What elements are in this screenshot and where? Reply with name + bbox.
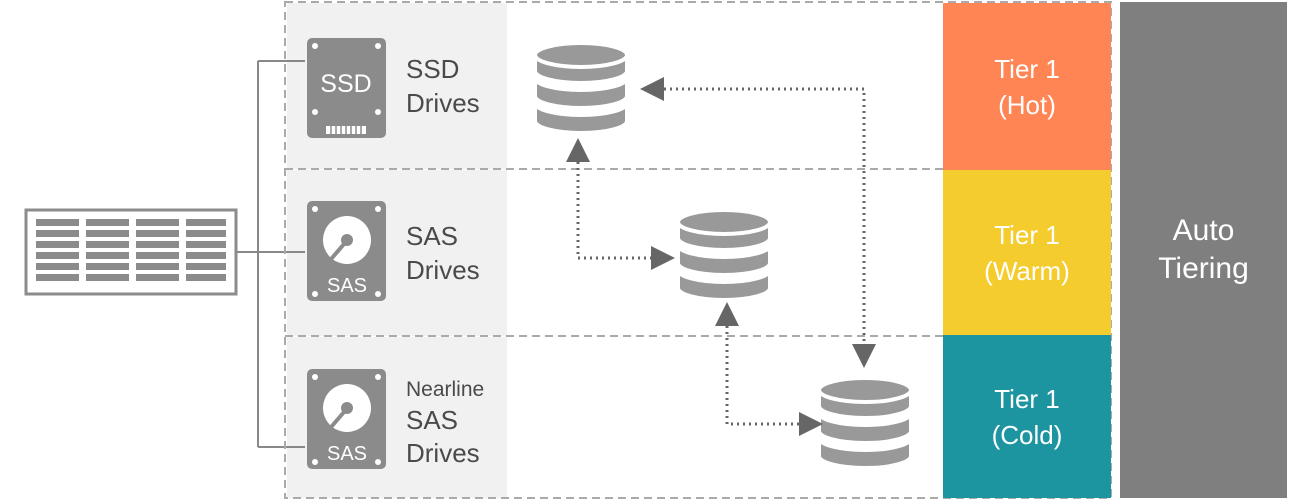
arrow-warm-cold	[715, 302, 823, 436]
tier-warm-title: Tier 1	[994, 219, 1060, 250]
ssd-drive-icon: SSD	[307, 38, 386, 138]
sas-drive-icon: SAS	[307, 201, 386, 301]
nearline-icon-text: SAS	[327, 443, 367, 465]
ssd-label-line1: SSD	[406, 54, 460, 84]
auto-tiering-block: Auto Tiering	[1120, 2, 1287, 498]
auto-tiering-line1: Auto	[1172, 214, 1235, 247]
database-icon-hot	[533, 41, 629, 135]
nearline-label-line1: Nearline	[406, 378, 485, 401]
ssd-icon-text: SSD	[320, 70, 371, 98]
sas-drive-label: SAS Drives	[406, 219, 480, 287]
tier-cold-subtitle: (Cold)	[991, 419, 1063, 450]
arrow-hot-warm	[566, 138, 675, 270]
database-icon-warm	[676, 208, 772, 302]
nearline-drive-label: Nearline SAS Drives	[406, 375, 484, 470]
tier-cold-title: Tier 1	[994, 383, 1060, 414]
nearline-label-line2: SAS	[406, 405, 459, 435]
database-icon-cold	[817, 376, 913, 470]
tier-warm-subtitle: (Warm)	[984, 255, 1070, 286]
ssd-label-line2: Drives	[406, 88, 480, 118]
sas-label-line2: Drives	[406, 255, 480, 285]
tier-hot-title: Tier 1	[994, 53, 1060, 84]
tier-cold: Tier 1 (Cold)	[943, 335, 1111, 498]
sas-label-line1: SAS	[406, 221, 459, 251]
arrow-hot-cold	[640, 77, 876, 368]
nearline-label-line3: Drives	[406, 438, 480, 468]
server-icon	[24, 208, 238, 296]
ssd-drive-label: SSD Drives	[406, 52, 480, 120]
auto-tiering-line2: Tiering	[1158, 252, 1249, 285]
tier-warm: Tier 1 (Warm)	[943, 170, 1111, 335]
server-connector	[236, 60, 305, 448]
sas-icon-text: SAS	[327, 275, 367, 297]
tier-hot-subtitle: (Hot)	[998, 89, 1056, 120]
tier-hot: Tier 1 (Hot)	[943, 3, 1111, 170]
nearline-sas-drive-icon: SAS	[307, 369, 386, 469]
